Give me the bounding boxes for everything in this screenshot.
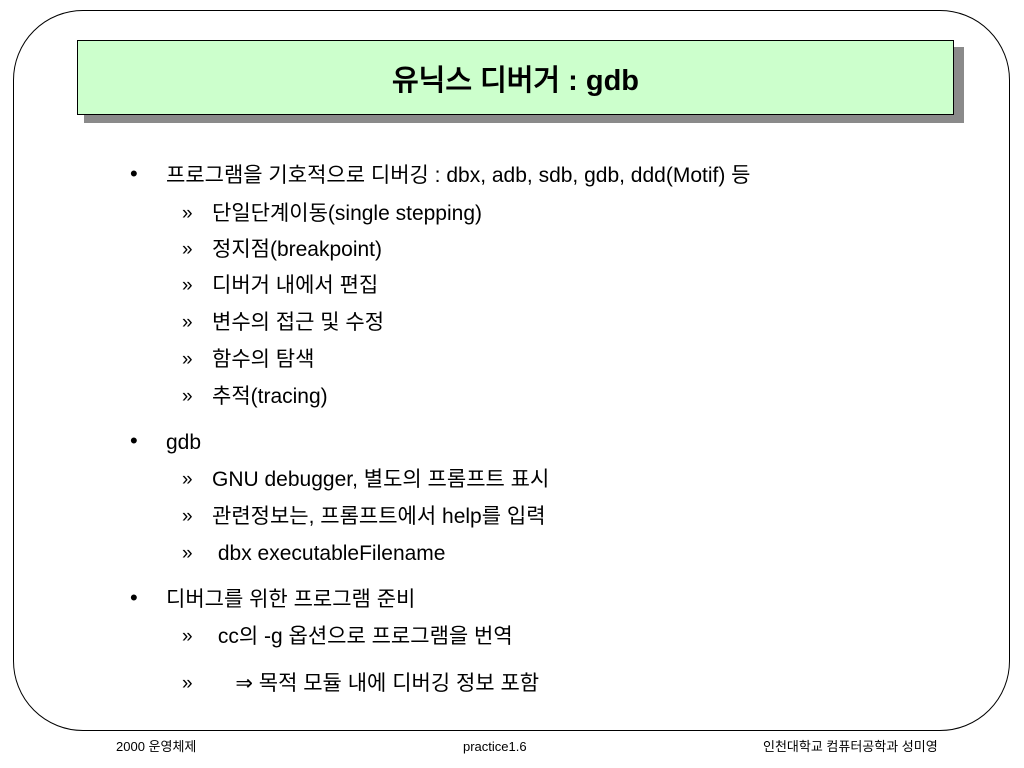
footer-right: 인천대학교 컴퓨터공학과 성미영: [763, 739, 938, 754]
bullet-icon: •: [130, 428, 138, 453]
bullet-item: gdb: [166, 431, 202, 454]
sub-item: 관련정보는, 프롬프트에서 help를 입력: [212, 505, 546, 528]
bullet-item: 프로그램을 기호적으로 디버깅 : dbx, adb, sdb, gdb, dd…: [166, 164, 751, 187]
sub-bullet-icon: »: [182, 386, 193, 407]
bullet-icon: •: [130, 161, 138, 186]
sub-bullet-icon: »: [182, 469, 193, 490]
sub-bullet-icon: »: [182, 239, 193, 260]
sub-bullet-icon: »: [182, 275, 193, 296]
sub-bullet-icon: »: [182, 543, 193, 564]
slide-content: • 프로그램을 기호적으로 디버깅 : dbx, adb, sdb, gdb, …: [130, 161, 751, 695]
sub-item: 정지점(breakpoint): [212, 238, 383, 261]
sub-item: ⇒ 목적 모듈 내에 디버깅 정보 포함: [212, 672, 540, 695]
bullet-item: 디버그를 위한 프로그램 준비: [166, 588, 416, 611]
bullet-icon: •: [130, 585, 138, 610]
title-box: 유닉스 디버거 : gdb: [77, 40, 954, 115]
sub-bullet-icon: »: [182, 626, 193, 647]
sub-item: 추적(tracing): [212, 385, 328, 408]
sub-item: 함수의 탐색: [212, 348, 315, 371]
slide-title: 유닉스 디버거 : gdb: [391, 64, 640, 97]
sub-bullet-icon: »: [182, 312, 193, 333]
slide-frame: [13, 10, 1010, 731]
sub-item: 단일단계이동(single stepping): [212, 202, 483, 225]
sub-item: 디버거 내에서 편집: [212, 274, 379, 297]
sub-item: dbx executableFilename: [212, 542, 446, 565]
sub-item: 변수의 접근 및 수정: [212, 311, 385, 334]
sub-bullet-icon: »: [182, 349, 193, 370]
footer-center: practice1.6: [463, 739, 527, 754]
sub-item: cc의 -g 옵션으로 프로그램을 번역: [212, 625, 513, 648]
sub-item: GNU debugger, 별도의 프롬프트 표시: [212, 468, 550, 491]
footer-left: 2000 운영체제: [116, 739, 197, 754]
sub-bullet-icon: »: [182, 673, 193, 694]
sub-bullet-icon: »: [182, 203, 193, 224]
sub-bullet-icon: »: [182, 506, 193, 527]
